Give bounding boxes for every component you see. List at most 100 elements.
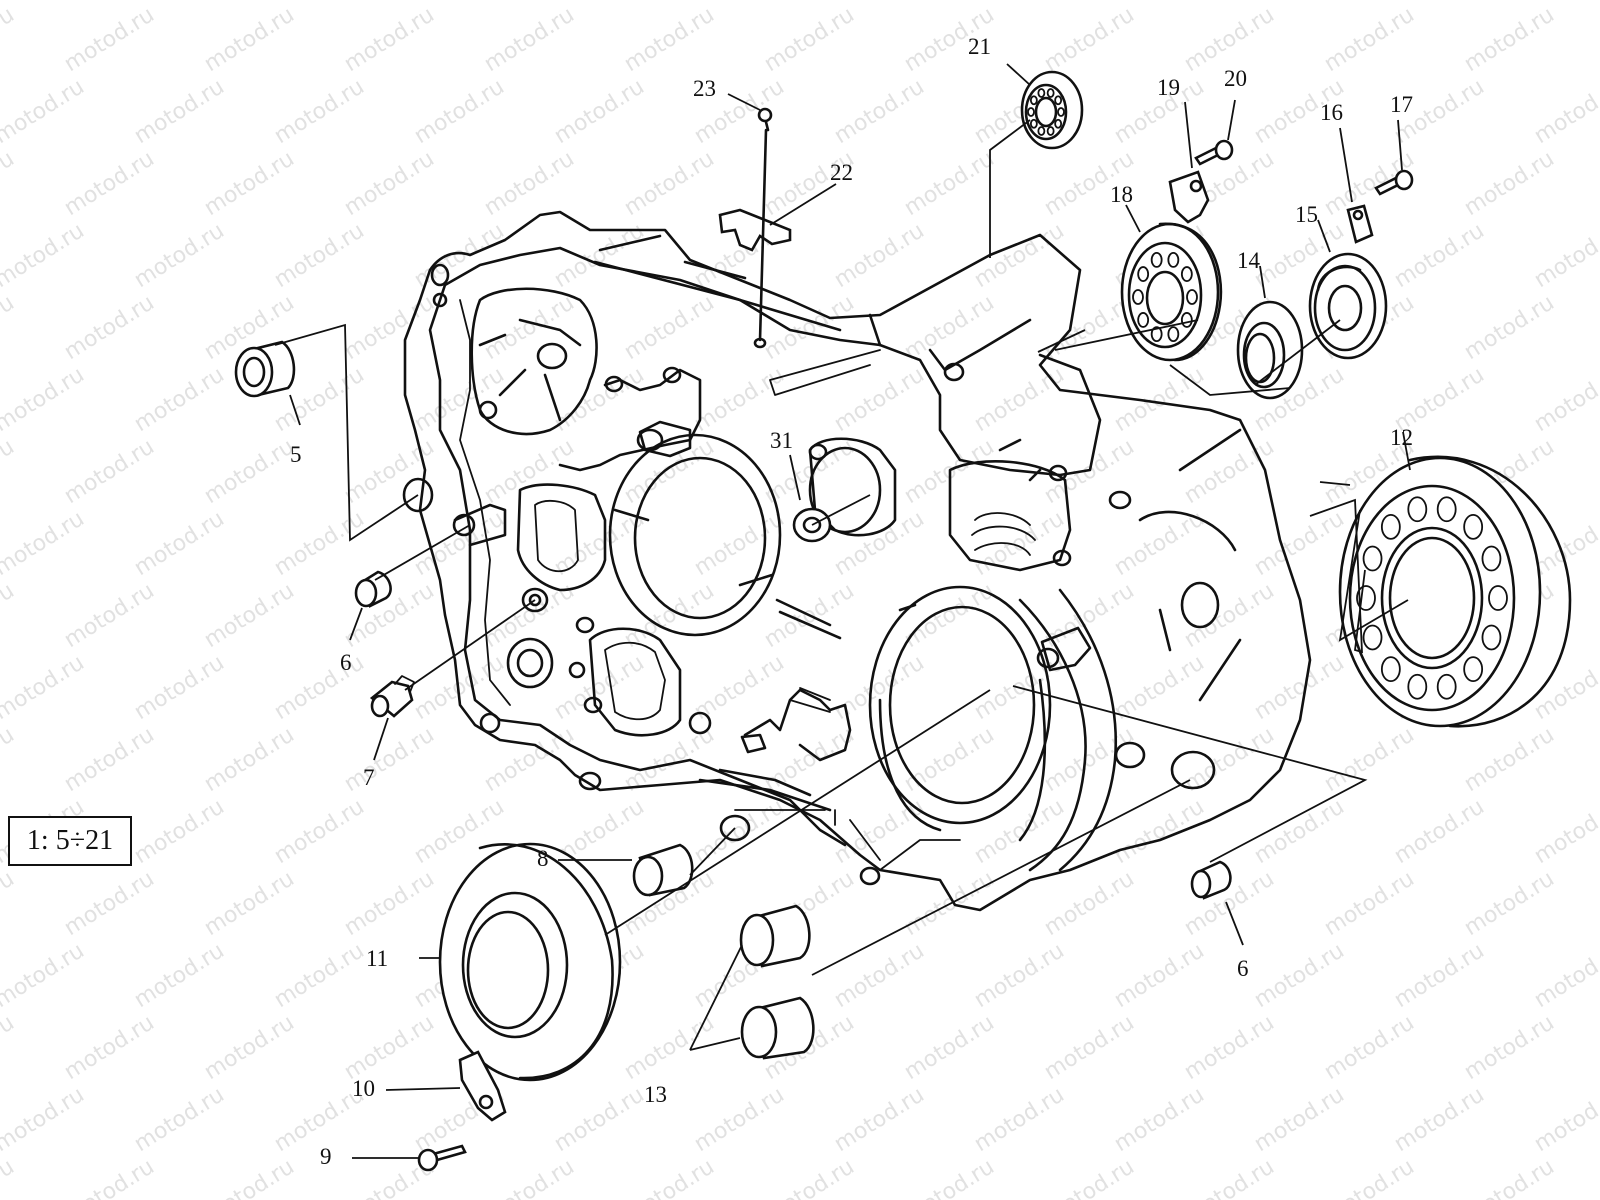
watermark-text: motod.ru [1530,218,1600,293]
watermark-text: motod.ru [830,506,929,581]
watermark-text: motod.ru [130,506,229,581]
watermark-text: motod.ru [970,218,1069,293]
watermark-text: motod.ru [1040,722,1139,797]
part-16-plate [1346,204,1374,244]
ball-element [1057,107,1065,117]
watermark-text: motod.ru [340,866,439,941]
watermark-text: motod.ru [620,146,719,221]
part-19-plate [1168,170,1210,224]
ball-element [1150,326,1163,342]
watermark-text: motod.ru [0,650,89,725]
watermark-text: motod.ru [970,362,1069,437]
watermark-text: motod.ru [0,434,19,509]
part-6-bush-left [354,570,392,608]
watermark-text: motod.ru [0,578,19,653]
watermark-text: motod.ru [690,1082,789,1157]
part-9-screw [417,1144,467,1172]
watermark-text: motod.ru [480,1154,579,1200]
watermark-text: motod.ru [0,1082,89,1157]
watermark-text: motod.ru [900,290,999,365]
part-23-rod [753,107,773,349]
watermark-text: motod.ru [60,290,159,365]
watermark-text: motod.ru [130,218,229,293]
ball-element [1046,88,1055,98]
watermark-text: motod.ru [0,290,19,365]
part-6-bush-right [1190,860,1232,900]
watermark-text: motod.ru [900,1010,999,1085]
part-20-screw [1194,139,1234,166]
watermark-text: motod.ru [1040,866,1139,941]
watermark-text: motod.ru [1040,434,1139,509]
label-18: 18 [1110,182,1133,207]
roller-element [1436,496,1457,523]
watermark-text: motod.ru [480,2,579,77]
part-8-bushing [632,843,694,897]
watermark-text: motod.ru [200,1010,299,1085]
label-31: 31 [770,428,793,453]
ball-element [1137,312,1150,328]
watermark-text: motod.ru [830,938,929,1013]
watermark-text: motod.ru [340,722,439,797]
watermark-text: motod.ru [1460,2,1559,77]
ball-element [1046,126,1055,136]
watermark-text: motod.ru [620,434,719,509]
ball-element [1054,118,1063,129]
watermark-text: motod.ru [1110,938,1209,1013]
watermark-text: motod.ru [1110,650,1209,725]
ball-element [1029,95,1038,106]
watermark-text: motod.ru [1320,866,1419,941]
watermark-text: motod.ru [480,434,579,509]
watermark-text: motod.ru [1530,650,1600,725]
watermark-text: motod.ru [1320,722,1419,797]
watermark-text: motod.ru [1180,1010,1279,1085]
ball-element [1037,126,1046,136]
watermark-text: motod.ru [620,290,719,365]
watermark-text: motod.ru [1460,722,1559,797]
watermark-text: motod.ru [270,938,369,1013]
ball-element [1137,266,1150,282]
part-5-bushing [234,340,296,398]
part-13-bushing-upper [739,904,811,968]
roller-element [1380,656,1401,683]
part-7-plug [369,675,415,718]
ball-element [1150,252,1163,268]
watermark-text: motod.ru [480,722,579,797]
watermark-text: motod.ru [1530,0,1600,5]
scale-note: 1: 5÷21 [8,816,132,866]
watermark-text: motod.ru [830,218,929,293]
watermark-text: motod.ru [0,74,89,149]
watermark-text: motod.ru [1250,650,1349,725]
roller-element [1436,673,1457,700]
watermark-text: motod.ru [1040,1154,1139,1200]
watermark-text: motod.ru [0,506,89,581]
part-13-bushing-lower [740,996,815,1060]
watermark-text: motod.ru [410,74,509,149]
ball-element [1180,312,1193,328]
label-5: 5 [290,442,302,467]
watermark-text: motod.ru [1530,362,1600,437]
label-8: 8 [537,846,549,871]
watermark-text: motod.ru [200,578,299,653]
watermark-text: motod.ru [1110,794,1209,869]
watermark-text: motod.ru [900,1154,999,1200]
watermark-text: motod.ru [0,146,19,221]
part-10-lock-plate [458,1050,507,1122]
watermark-text: motod.ru [620,578,719,653]
watermark-text: motod.ru [620,1154,719,1200]
watermark-text: motod.ru [340,2,439,77]
watermark-text: motod.ru [480,146,579,221]
watermark-text: motod.ru [690,794,789,869]
part-18-ball-bearing [1120,222,1223,362]
watermark-text: motod.ru [0,722,19,797]
watermark-text: motod.ru [0,0,89,5]
watermark-text: motod.ru [970,1082,1069,1157]
ball-element [1029,118,1038,129]
watermark-text: motod.ru [1110,362,1209,437]
watermark-text: motod.ru [1460,1010,1559,1085]
roller-element [1356,585,1376,611]
part-11-oil-seal [438,842,622,1082]
watermark-text: motod.ru [1180,1154,1279,1200]
watermark-text: motod.ru [130,794,229,869]
watermark-text: motod.ru [60,578,159,653]
watermark-text: motod.ru [0,218,89,293]
